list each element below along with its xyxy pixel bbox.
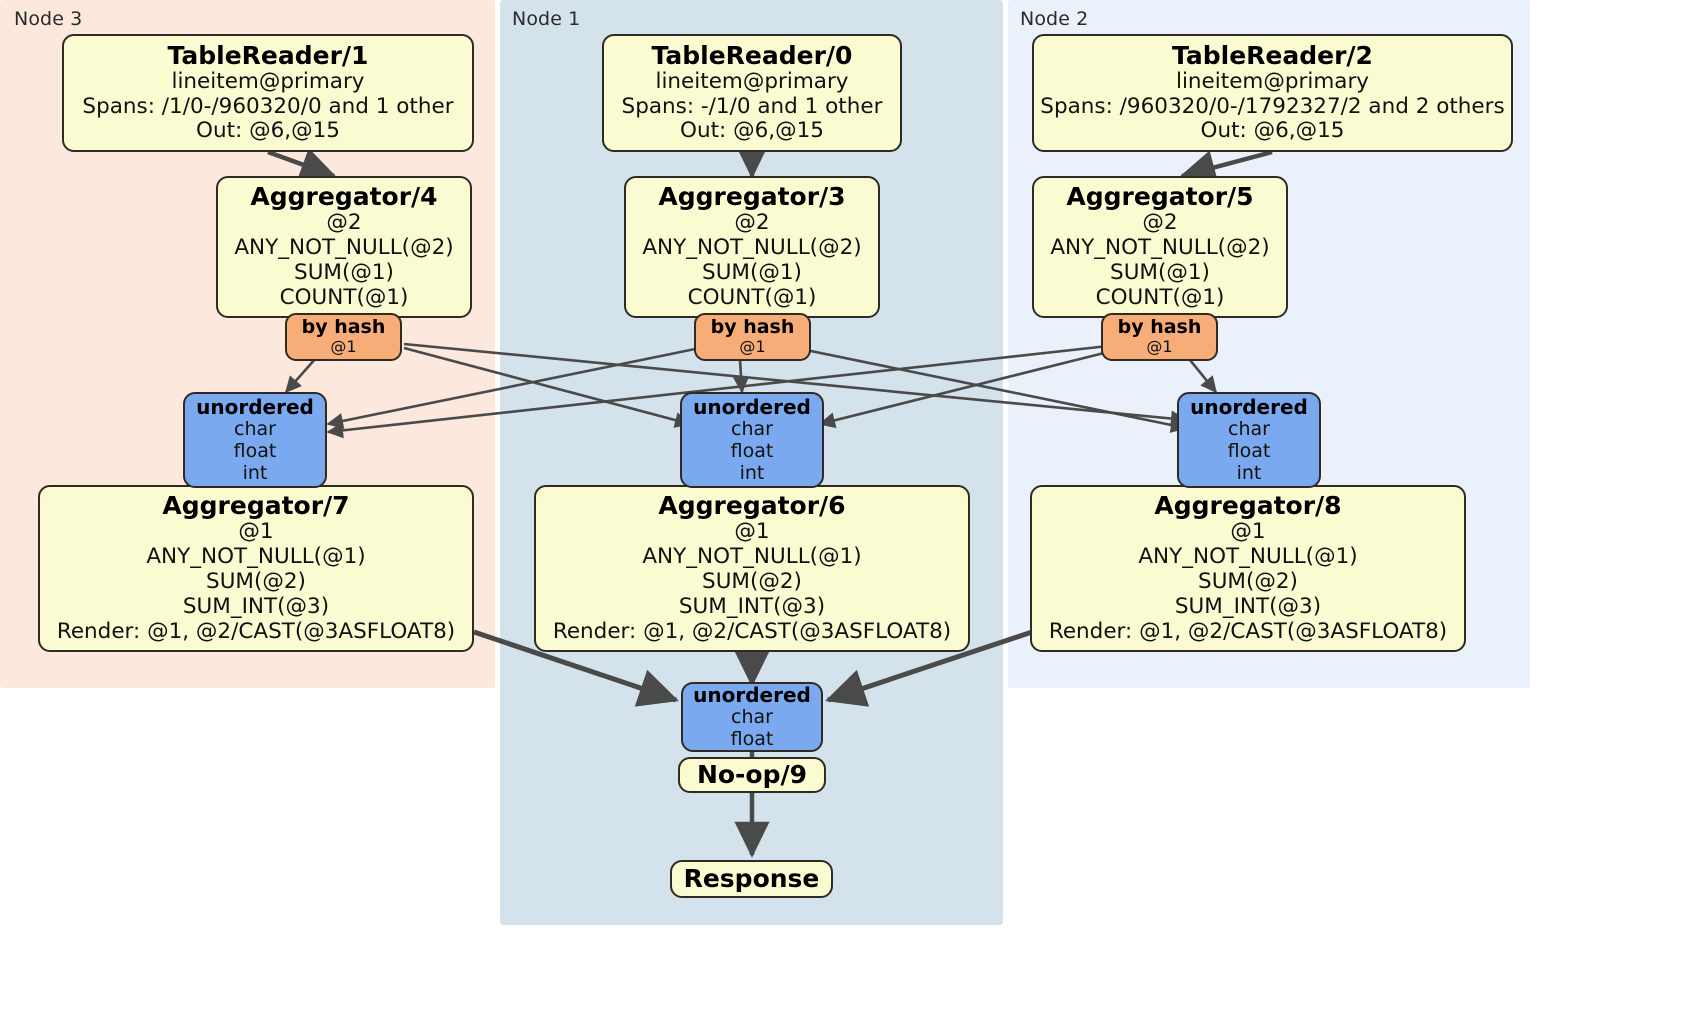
processor-detail: Spans: /960320/0-/1792327/2 and 2 others bbox=[1040, 93, 1505, 119]
processor-detail: @2 bbox=[734, 210, 770, 236]
processor-aggregator-4[interactable]: Aggregator/4 @2 ANY_NOT_NULL(@2) SUM(@1)… bbox=[216, 176, 472, 318]
processor-detail: SUM(@1) bbox=[702, 260, 802, 285]
processor-title: Response bbox=[683, 864, 820, 893]
panel-label-node-2: Node 2 bbox=[1020, 8, 1089, 30]
processor-aggregator-7[interactable]: Aggregator/7 @1 ANY_NOT_NULL(@1) SUM(@2)… bbox=[38, 485, 474, 652]
processor-detail: lineitem@primary bbox=[171, 68, 365, 94]
receiver-title: unordered bbox=[1190, 394, 1308, 419]
router-detail: @1 bbox=[1146, 337, 1173, 357]
receiver-detail: float bbox=[730, 728, 774, 751]
router-title: by hash bbox=[301, 316, 386, 339]
receiver-detail: char bbox=[731, 706, 773, 729]
router-detail: @1 bbox=[330, 337, 357, 357]
input-receiver-unordered-node-2[interactable]: unordered char float int bbox=[1177, 392, 1321, 488]
processor-aggregator-3[interactable]: Aggregator/3 @2 ANY_NOT_NULL(@2) SUM(@1)… bbox=[624, 176, 880, 318]
processor-detail: SUM_INT(@3) bbox=[1174, 593, 1322, 619]
processor-detail: SUM(@2) bbox=[1198, 569, 1298, 595]
receiver-detail: char bbox=[234, 418, 276, 441]
processor-detail: @1 bbox=[238, 519, 274, 545]
panel-label-node-1: Node 1 bbox=[512, 8, 581, 30]
processor-title: Aggregator/4 bbox=[250, 182, 438, 212]
processor-detail: Render: @1, @2/CAST(@3ASFLOAT8) bbox=[56, 618, 456, 644]
processor-detail: lineitem@primary bbox=[1175, 68, 1370, 94]
input-receiver-unordered-final[interactable]: unordered char float bbox=[681, 682, 823, 752]
processor-detail: lineitem@primary bbox=[655, 68, 849, 94]
processor-title: No-op/9 bbox=[696, 760, 808, 789]
processor-aggregator-5[interactable]: Aggregator/5 @2 ANY_NOT_NULL(@2) SUM(@1)… bbox=[1032, 176, 1288, 318]
processor-title: TableReader/2 bbox=[1172, 40, 1373, 70]
processor-detail: ANY_NOT_NULL(@2) bbox=[234, 235, 454, 261]
processor-detail: SUM(@2) bbox=[702, 569, 802, 595]
output-router-by-hash-node-2[interactable]: by hash @1 bbox=[1101, 313, 1218, 361]
processor-detail: ANY_NOT_NULL(@2) bbox=[642, 235, 862, 261]
processor-title: Aggregator/5 bbox=[1066, 182, 1254, 212]
processor-response[interactable]: Response bbox=[670, 860, 833, 898]
receiver-detail: int bbox=[1236, 462, 1262, 485]
processor-detail: SUM(@1) bbox=[294, 260, 394, 285]
receiver-detail: char bbox=[1228, 418, 1270, 441]
router-title: by hash bbox=[710, 316, 795, 339]
processor-title: Aggregator/3 bbox=[658, 182, 846, 212]
processor-detail: COUNT(@1) bbox=[687, 284, 817, 310]
processor-detail: SUM_INT(@3) bbox=[678, 593, 826, 619]
processor-detail: Out: @6,@15 bbox=[680, 118, 824, 144]
receiver-detail: int bbox=[242, 462, 268, 485]
processor-detail: SUM(@2) bbox=[206, 569, 306, 595]
processor-detail: ANY_NOT_NULL(@1) bbox=[642, 544, 862, 570]
receiver-detail: int bbox=[739, 462, 765, 485]
processor-detail: Out: @6,@15 bbox=[1200, 118, 1345, 144]
panel-label-node-3: Node 3 bbox=[14, 8, 83, 30]
processor-detail: COUNT(@1) bbox=[1095, 284, 1225, 310]
processor-detail: Render: @1, @2/CAST(@3ASFLOAT8) bbox=[1048, 618, 1448, 644]
output-router-by-hash-node-3[interactable]: by hash @1 bbox=[285, 313, 402, 361]
processor-detail: ANY_NOT_NULL(@1) bbox=[146, 544, 366, 570]
processor-detail: @2 bbox=[1142, 210, 1178, 236]
input-receiver-unordered-node-1[interactable]: unordered char float int bbox=[680, 392, 824, 488]
processor-detail: ANY_NOT_NULL(@1) bbox=[1138, 544, 1358, 570]
receiver-detail: float bbox=[1227, 440, 1271, 463]
processor-noop-9[interactable]: No-op/9 bbox=[678, 757, 826, 793]
router-detail: @1 bbox=[739, 337, 766, 357]
processor-detail: SUM(@1) bbox=[1110, 260, 1210, 285]
router-title: by hash bbox=[1117, 316, 1202, 339]
receiver-detail: float bbox=[730, 440, 774, 463]
processor-aggregator-6[interactable]: Aggregator/6 @1 ANY_NOT_NULL(@1) SUM(@2)… bbox=[534, 485, 970, 652]
processor-detail: Render: @1, @2/CAST(@3ASFLOAT8) bbox=[552, 618, 952, 644]
processor-detail: ANY_NOT_NULL(@2) bbox=[1050, 235, 1270, 261]
output-router-by-hash-node-1[interactable]: by hash @1 bbox=[694, 313, 811, 361]
receiver-title: unordered bbox=[693, 394, 811, 419]
processor-detail: Spans: -/1/0 and 1 other bbox=[621, 93, 883, 119]
processor-title: Aggregator/6 bbox=[658, 491, 846, 521]
processor-detail: @2 bbox=[326, 210, 362, 236]
processor-tablereader-2[interactable]: TableReader/2 lineitem@primary Spans: /9… bbox=[1032, 34, 1513, 152]
processor-detail: @1 bbox=[1230, 519, 1266, 545]
processor-tablereader-0[interactable]: TableReader/0 lineitem@primary Spans: -/… bbox=[602, 34, 902, 152]
processor-detail: @1 bbox=[734, 519, 770, 545]
processor-detail: COUNT(@1) bbox=[279, 284, 409, 310]
processor-detail: Spans: /1/0-/960320/0 and 1 other bbox=[82, 93, 454, 119]
processor-tablereader-1[interactable]: TableReader/1 lineitem@primary Spans: /1… bbox=[62, 34, 474, 152]
processor-title: Aggregator/8 bbox=[1154, 491, 1342, 521]
processor-title: Aggregator/7 bbox=[162, 491, 350, 521]
receiver-detail: float bbox=[233, 440, 277, 463]
processor-title: TableReader/0 bbox=[651, 40, 853, 70]
processor-detail: Out: @6,@15 bbox=[196, 118, 340, 144]
receiver-title: unordered bbox=[196, 394, 314, 419]
receiver-detail: char bbox=[731, 418, 773, 441]
processor-title: TableReader/1 bbox=[167, 40, 369, 70]
processor-aggregator-8[interactable]: Aggregator/8 @1 ANY_NOT_NULL(@1) SUM(@2)… bbox=[1030, 485, 1466, 652]
processor-detail: SUM_INT(@3) bbox=[182, 593, 330, 619]
input-receiver-unordered-node-3[interactable]: unordered char float int bbox=[183, 392, 327, 488]
receiver-title: unordered bbox=[693, 682, 811, 707]
